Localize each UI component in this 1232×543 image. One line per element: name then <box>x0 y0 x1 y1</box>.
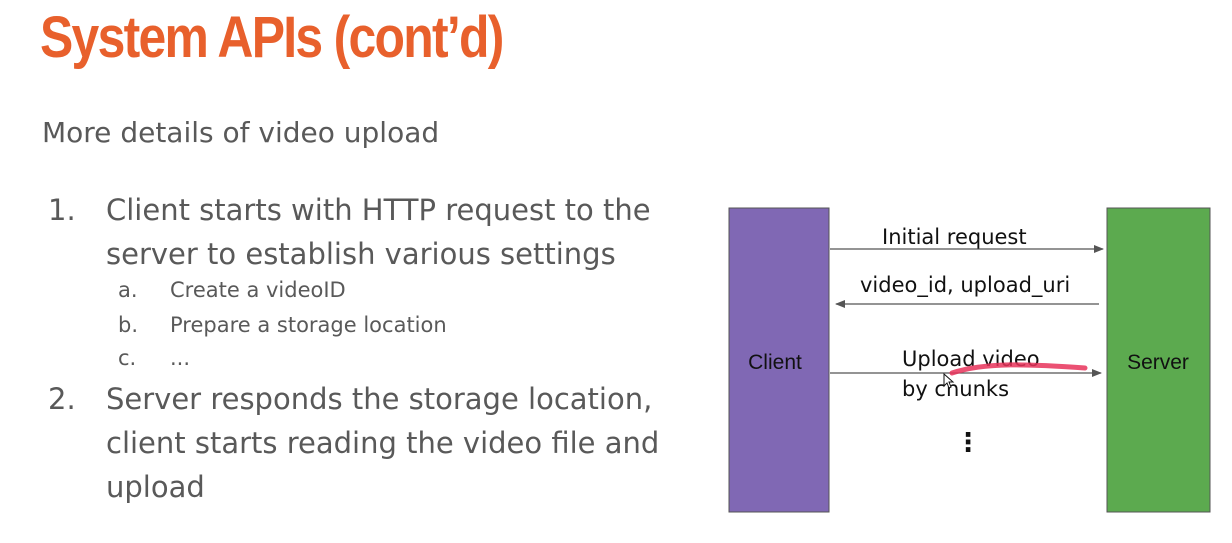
mouse-cursor-icon <box>943 372 955 389</box>
server-lifeline <box>1106 207 1211 513</box>
client-label: Client <box>748 351 802 374</box>
subitem-letter: b. <box>118 313 139 337</box>
subitem-text: Prepare a storage location <box>170 313 447 337</box>
pen-annotation-stroke <box>949 362 1088 376</box>
step-text: Server responds the storage location, cl… <box>106 382 660 504</box>
upload-chunks-label-line2: by chunks <box>902 377 1009 401</box>
continuation-ellipsis: ⋮ <box>955 428 981 458</box>
server-label: Server <box>1127 351 1189 374</box>
subitem-letter: c. <box>118 346 137 370</box>
subitem-text: Create a videoID <box>170 278 346 302</box>
initial-request-label: Initial request <box>882 225 1027 249</box>
client-lifeline <box>728 207 830 513</box>
subitem-text: ... <box>170 346 191 370</box>
step-number: 1. <box>48 193 76 227</box>
step-text: Client starts with HTTP request to the s… <box>106 193 651 271</box>
response-label: video_id, upload_uri <box>860 273 1070 298</box>
subitem-letter: a. <box>118 278 138 302</box>
slide-subtitle: More details of video upload <box>42 116 440 149</box>
slide-title: System APIs (cont’d) <box>40 5 504 70</box>
step-number: 2. <box>48 382 76 416</box>
